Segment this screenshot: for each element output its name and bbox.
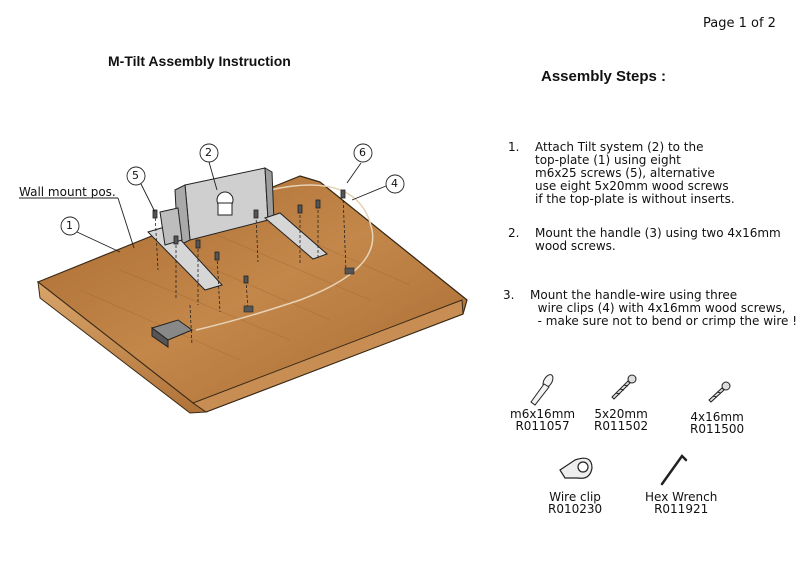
- callout-2: 2: [205, 146, 212, 159]
- callout-1: 1: [66, 219, 73, 232]
- part-code: R011921: [654, 502, 709, 516]
- part-name: 4x16mm: [690, 410, 744, 424]
- step-text: Mount the handle-wire using three wire c…: [530, 288, 798, 328]
- document-title: M-Tilt Assembly Instruction: [108, 53, 291, 69]
- part-code: R010230: [548, 502, 603, 516]
- callout-6: 6: [359, 146, 366, 159]
- step-text: Attach Tilt system (2) to the top-plate …: [535, 140, 735, 206]
- part-name: m6x16mm: [510, 407, 576, 421]
- steps-heading: Assembly Steps :: [541, 68, 667, 85]
- tilt-bracket: [147, 167, 328, 291]
- page-number: Page 1 of 2: [703, 16, 776, 31]
- part-code: R011502: [594, 419, 649, 433]
- part-hex-wrench-label: Hex Wrench R011921: [645, 491, 717, 515]
- part-code: R011057: [515, 419, 570, 433]
- step-number: 3.: [503, 288, 515, 302]
- step-number: 2.: [508, 226, 520, 240]
- part-wire-clip-label: Wire clip R010230: [548, 491, 602, 515]
- part-name: 5x20mm: [594, 407, 648, 421]
- callout-4: 4: [391, 177, 398, 190]
- callout-5: 5: [132, 169, 139, 182]
- hex-wrench-icon: [660, 454, 688, 486]
- wood-screw-icon: [611, 374, 637, 400]
- part-wood-screw-label: 5x20mm R011502: [594, 408, 648, 432]
- part-code: R011500: [690, 422, 745, 436]
- wall-mount-label: Wall mount pos.: [19, 185, 116, 199]
- top-plate: [36, 175, 468, 414]
- wire-clip-icon: [559, 457, 593, 479]
- small-screw-icon: [708, 381, 731, 403]
- bolt-icon: [530, 374, 554, 406]
- step-text: Mount the handle (3) using two 4x16mm wo…: [535, 226, 781, 253]
- part-name: Hex Wrench: [645, 490, 718, 504]
- step-number: 1.: [508, 140, 520, 154]
- part-name: Wire clip: [549, 490, 601, 504]
- part-bolt-label: m6x16mm R011057: [510, 408, 575, 432]
- part-small-screw-label: 4x16mm R011500: [690, 411, 744, 435]
- handle: [150, 319, 194, 348]
